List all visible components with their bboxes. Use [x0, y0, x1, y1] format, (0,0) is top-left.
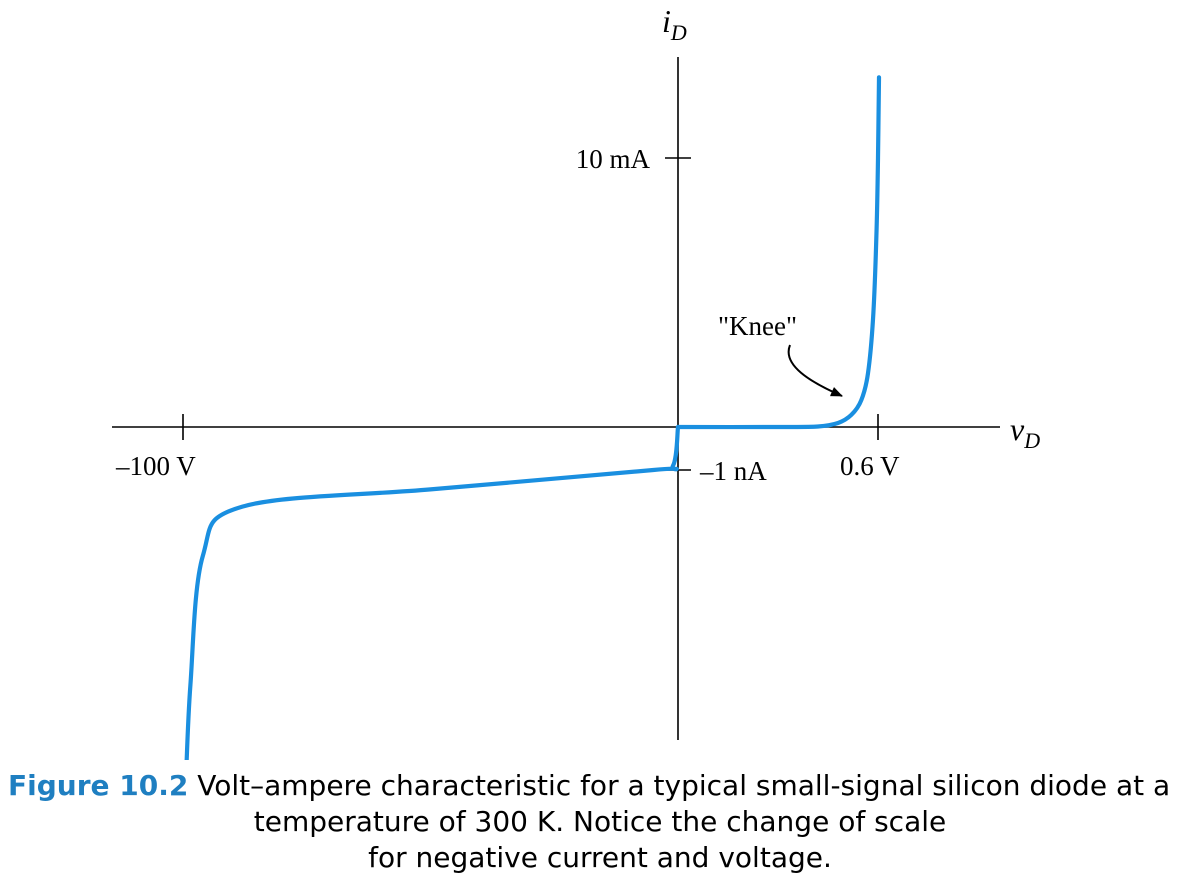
figure-number: Figure 10.2 — [8, 769, 189, 802]
caption-line-3: for negative current and voltage. — [368, 841, 832, 874]
caption-line-2: temperature of 300 K. Notice the change … — [253, 805, 947, 838]
x-axis-label: vD — [1010, 411, 1040, 453]
x-tick-label-0p6: 0.6 V — [840, 451, 900, 481]
caption-line-1: Figure 10.2 Volt–ampere characteristic f… — [8, 769, 1171, 802]
y-tick-label-neg1na: –1 nA — [699, 456, 767, 486]
reverse-bias-curve — [184, 424, 681, 760]
knee-annotation-text: "Knee" — [718, 311, 797, 341]
diode-iv-chart: iD vD –100 V 0.6 V 10 mA –1 nA "Knee" — [112, 3, 1040, 760]
y-axis-label: iD — [662, 3, 687, 45]
knee-annotation-arrow — [787, 344, 843, 397]
forward-bias-curve — [675, 75, 882, 430]
x-tick-label-neg100: –100 V — [115, 451, 196, 481]
figure-caption: Figure 10.2 Volt–ampere characteristic f… — [0, 768, 1200, 876]
y-tick-label-10ma: 10 mA — [576, 144, 651, 174]
